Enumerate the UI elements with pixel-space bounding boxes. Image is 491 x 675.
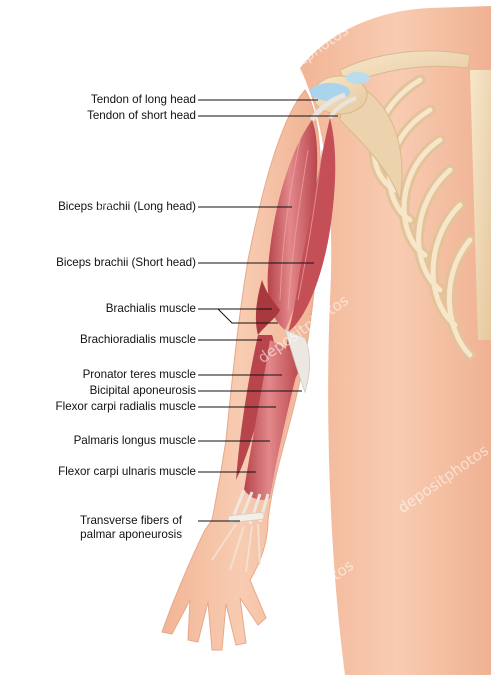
label-flexor-carpi-ulnaris: Flexor carpi ulnaris muscle (4, 465, 196, 479)
label-tendon-long-head: Tendon of long head (40, 93, 196, 107)
label-biceps-short-head: Biceps brachii (Short head) (10, 256, 196, 270)
label-bicipital-aponeurosis: Bicipital aponeurosis (20, 384, 196, 398)
label-flexor-carpi-radialis: Flexor carpi radialis muscle (4, 400, 196, 414)
label-palmaris-longus: Palmaris longus muscle (20, 434, 196, 448)
label-transverse-fibers: Transverse fibers of palmar aponeurosis (50, 514, 182, 542)
label-brachialis: Brachialis muscle (40, 302, 196, 316)
acromion-cartilage (346, 72, 370, 84)
label-brachioradialis: Brachioradialis muscle (20, 333, 196, 347)
label-tendon-short-head: Tendon of short head (40, 109, 196, 123)
joint-cartilage (310, 83, 350, 101)
label-pronator-teres: Pronator teres muscle (20, 368, 196, 382)
